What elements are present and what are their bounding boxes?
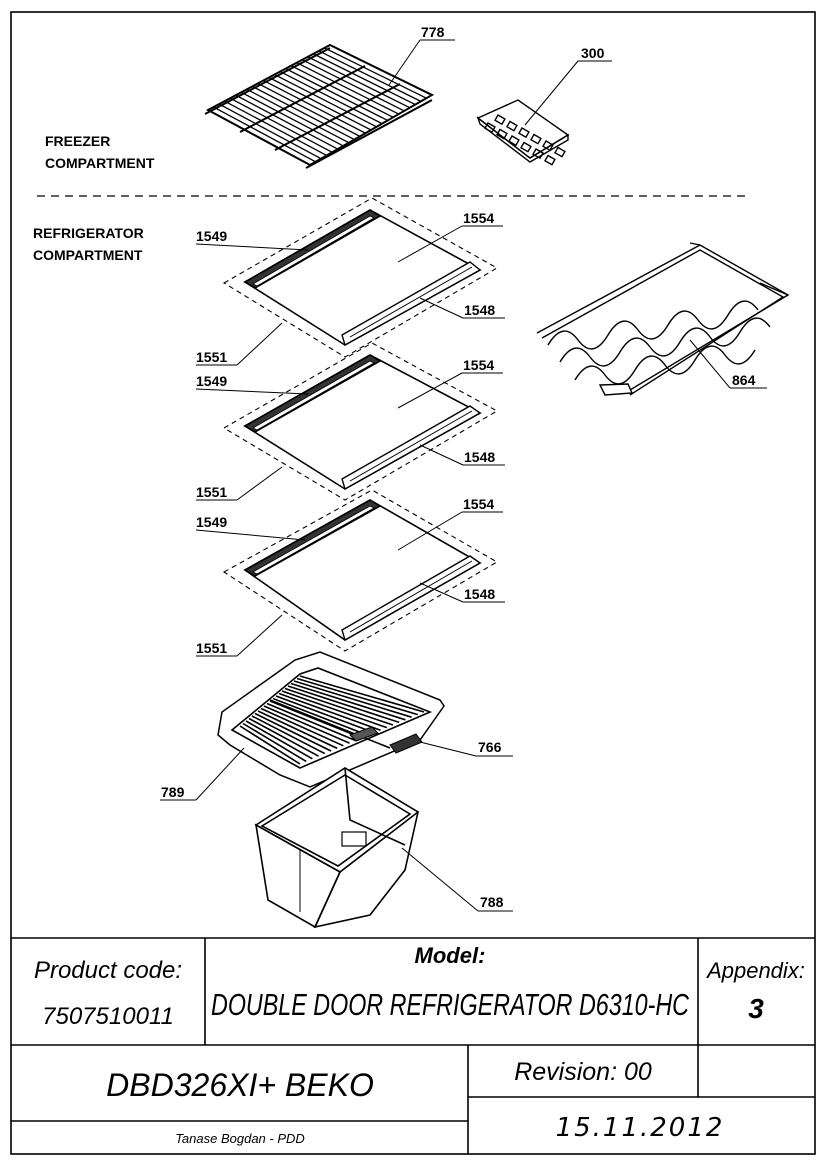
part-label-766: 766 xyxy=(478,739,502,755)
freezer-wire-shelf xyxy=(204,43,435,169)
date-label: 15.11.2012 xyxy=(556,1113,725,1143)
leader-766 xyxy=(419,741,477,757)
part-label-1548-a: 1548 xyxy=(464,302,495,318)
leader-1551-c xyxy=(236,614,283,657)
leader-1554-b xyxy=(397,372,463,409)
leader-1554-c xyxy=(397,511,463,551)
title-block xyxy=(11,937,815,1154)
crisper-cover xyxy=(217,651,445,788)
glass-shelf-2 xyxy=(222,342,499,501)
part-label-864: 864 xyxy=(732,372,756,388)
leader-1551-b xyxy=(236,466,283,501)
ice-tray xyxy=(476,99,570,166)
part-label-1554-b: 1554 xyxy=(463,357,494,373)
leader-1549-a xyxy=(195,243,309,251)
product-code-label: Product code: xyxy=(34,957,182,984)
wine-bottle-rack xyxy=(536,242,790,396)
author-label: Tanase Bogdan - PDD xyxy=(175,1131,305,1146)
appendix-value: 3 xyxy=(748,993,764,1024)
part-label-778: 778 xyxy=(421,24,445,40)
model-value: DOUBLE DOOR REFRIGERATOR D6310-HC xyxy=(211,987,689,1022)
part-label-1548-c: 1548 xyxy=(464,586,495,602)
part-label-1551-b: 1551 xyxy=(196,484,227,500)
part-label-300: 300 xyxy=(581,45,605,61)
freezer-section-label: FREEZER xyxy=(45,133,110,149)
leader-1554-a xyxy=(397,225,463,263)
leader-864 xyxy=(689,339,731,389)
leader-1549-c xyxy=(195,529,306,541)
glass-shelf-1 xyxy=(222,197,499,358)
product-name: DBD326XI+ BEKO xyxy=(106,1067,374,1103)
refrigerator-section-label: REFRIGERATOR xyxy=(33,225,144,241)
leader-789 xyxy=(195,747,245,801)
freezer-section-label-2: COMPARTMENT xyxy=(45,155,155,171)
leader-1549-b xyxy=(195,388,309,395)
part-label-1548-b: 1548 xyxy=(464,449,495,465)
part-label-1549-b: 1549 xyxy=(196,373,227,389)
part-label-1554-c: 1554 xyxy=(463,496,494,512)
leader-300 xyxy=(524,60,579,126)
part-label-1551-a: 1551 xyxy=(196,349,227,365)
crisper-drawer xyxy=(254,767,420,929)
part-label-1554-a: 1554 xyxy=(463,210,494,226)
leader-1548-c xyxy=(419,582,464,603)
part-label-1549-c: 1549 xyxy=(196,514,227,530)
part-label-788: 788 xyxy=(480,894,504,910)
leader-1548-a xyxy=(419,297,464,319)
appendix-label: Appendix: xyxy=(705,958,805,983)
part-label-1549-a: 1549 xyxy=(196,228,227,244)
drawing-border xyxy=(10,11,816,1155)
leader-1548-b xyxy=(419,444,464,466)
model-label: Model: xyxy=(415,943,486,968)
leader-1551-a xyxy=(236,322,283,366)
product-code-value: 7507510011 xyxy=(42,1003,174,1030)
part-label-789: 789 xyxy=(161,784,185,800)
leader-778 xyxy=(388,39,421,86)
revision-label: Revision: 00 xyxy=(514,1058,652,1086)
part-label-1551-c: 1551 xyxy=(196,640,227,656)
refrigerator-section-label-2: COMPARTMENT xyxy=(33,247,143,263)
leader-788 xyxy=(401,847,479,912)
glass-shelf-3 xyxy=(222,489,499,652)
